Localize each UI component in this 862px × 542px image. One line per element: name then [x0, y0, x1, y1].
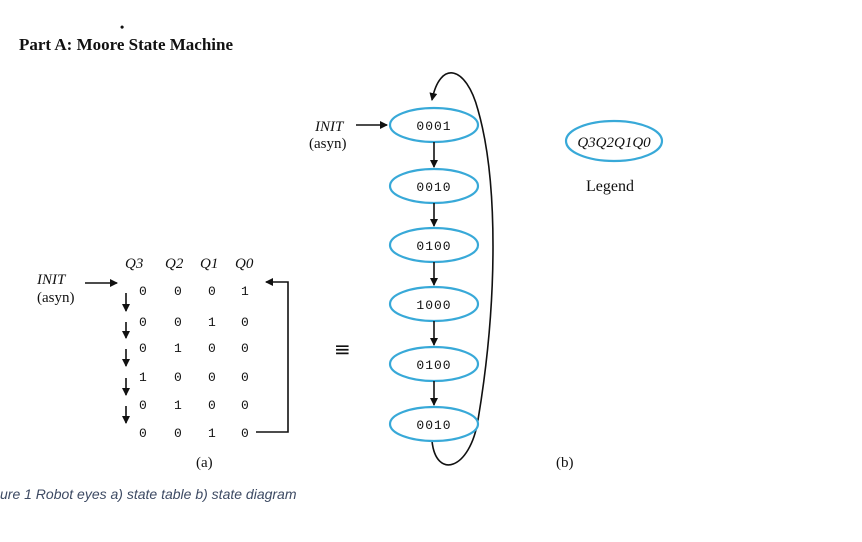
- legend-node-text: Q3Q2Q1Q0: [577, 135, 651, 151]
- state-node-2: 0010: [388, 167, 480, 205]
- state-label: 0001: [416, 119, 451, 134]
- cell: 0: [241, 341, 249, 356]
- cell: 0: [208, 284, 216, 299]
- table-row: 0 1 0 0: [139, 341, 249, 356]
- state-node-6: 0010: [388, 405, 480, 443]
- cell: 0: [208, 370, 216, 385]
- cell: 0: [139, 341, 147, 356]
- table-row: 0 0 1 0: [139, 426, 249, 441]
- figure-caption: ure 1 Robot eyes a) state table b) state…: [0, 486, 297, 502]
- legend-label: Legend: [586, 178, 634, 195]
- page-heading: Part A: Moore State Machine: [19, 35, 234, 54]
- cell: 0: [174, 370, 182, 385]
- state-node-3: 0100: [388, 226, 480, 264]
- state-label: 1000: [416, 298, 451, 313]
- table-caption: (a): [196, 455, 213, 471]
- cell: 0: [241, 370, 249, 385]
- state-diagram: 0001 0010 0100 1000 0100 0010: [356, 72, 494, 466]
- diagram-init-label: INIT: [315, 119, 344, 135]
- cell: 0: [241, 315, 249, 330]
- loop-arrow: [429, 72, 494, 466]
- state-node-4: 1000: [388, 285, 480, 323]
- cell: 0: [241, 426, 249, 441]
- cell: 0: [174, 315, 182, 330]
- cell: 1: [139, 370, 147, 385]
- table-row: 1 0 0 0: [139, 370, 249, 385]
- state-label: 0100: [416, 358, 451, 373]
- table-init-sub: (asyn): [37, 290, 75, 306]
- state-label: 0010: [416, 180, 451, 195]
- cell: 0: [174, 284, 182, 299]
- header-q3: Q3: [125, 256, 143, 272]
- equivalence-symbol: ≡: [334, 337, 351, 361]
- state-table: Q3 Q2 Q1 Q0 0 0 0 1 0 0 1 0 0 1 0 0 1 0 …: [85, 256, 289, 441]
- header-q2: Q2: [165, 256, 184, 272]
- cell: 0: [174, 426, 182, 441]
- cell: 0: [241, 398, 249, 413]
- diagram-caption: (b): [556, 455, 574, 471]
- legend-ellipse: [564, 119, 664, 163]
- table-init-label: INIT: [37, 272, 66, 288]
- state-node-5: 0100: [388, 345, 480, 383]
- table-loop-bracket: [256, 278, 289, 433]
- cell: 1: [174, 341, 182, 356]
- state-label: 0010: [416, 418, 451, 433]
- table-row: 0 1 0 0: [139, 398, 249, 413]
- table-row: 0 0 1 0: [139, 315, 249, 330]
- cell: 0: [139, 315, 147, 330]
- header-q1: Q1: [200, 256, 218, 272]
- cell: 0: [139, 284, 147, 299]
- cell: 0: [139, 398, 147, 413]
- table-row: 0 0 0 1: [139, 284, 249, 299]
- cell: 1: [174, 398, 182, 413]
- diagram-init-sub: (asyn): [309, 136, 347, 152]
- cell: 0: [208, 341, 216, 356]
- cell: 0: [139, 426, 147, 441]
- state-ellipse: [388, 405, 480, 443]
- cell: 1: [208, 426, 216, 441]
- state-node-1: 0001: [388, 106, 480, 144]
- header-q0: Q0: [235, 256, 254, 272]
- legend: Q3Q2Q1Q0: [564, 119, 664, 163]
- cell: 0: [208, 398, 216, 413]
- state-label: 0100: [416, 239, 451, 254]
- cell: 1: [208, 315, 216, 330]
- cell: 1: [241, 284, 249, 299]
- stray-mark: •: [120, 20, 125, 34]
